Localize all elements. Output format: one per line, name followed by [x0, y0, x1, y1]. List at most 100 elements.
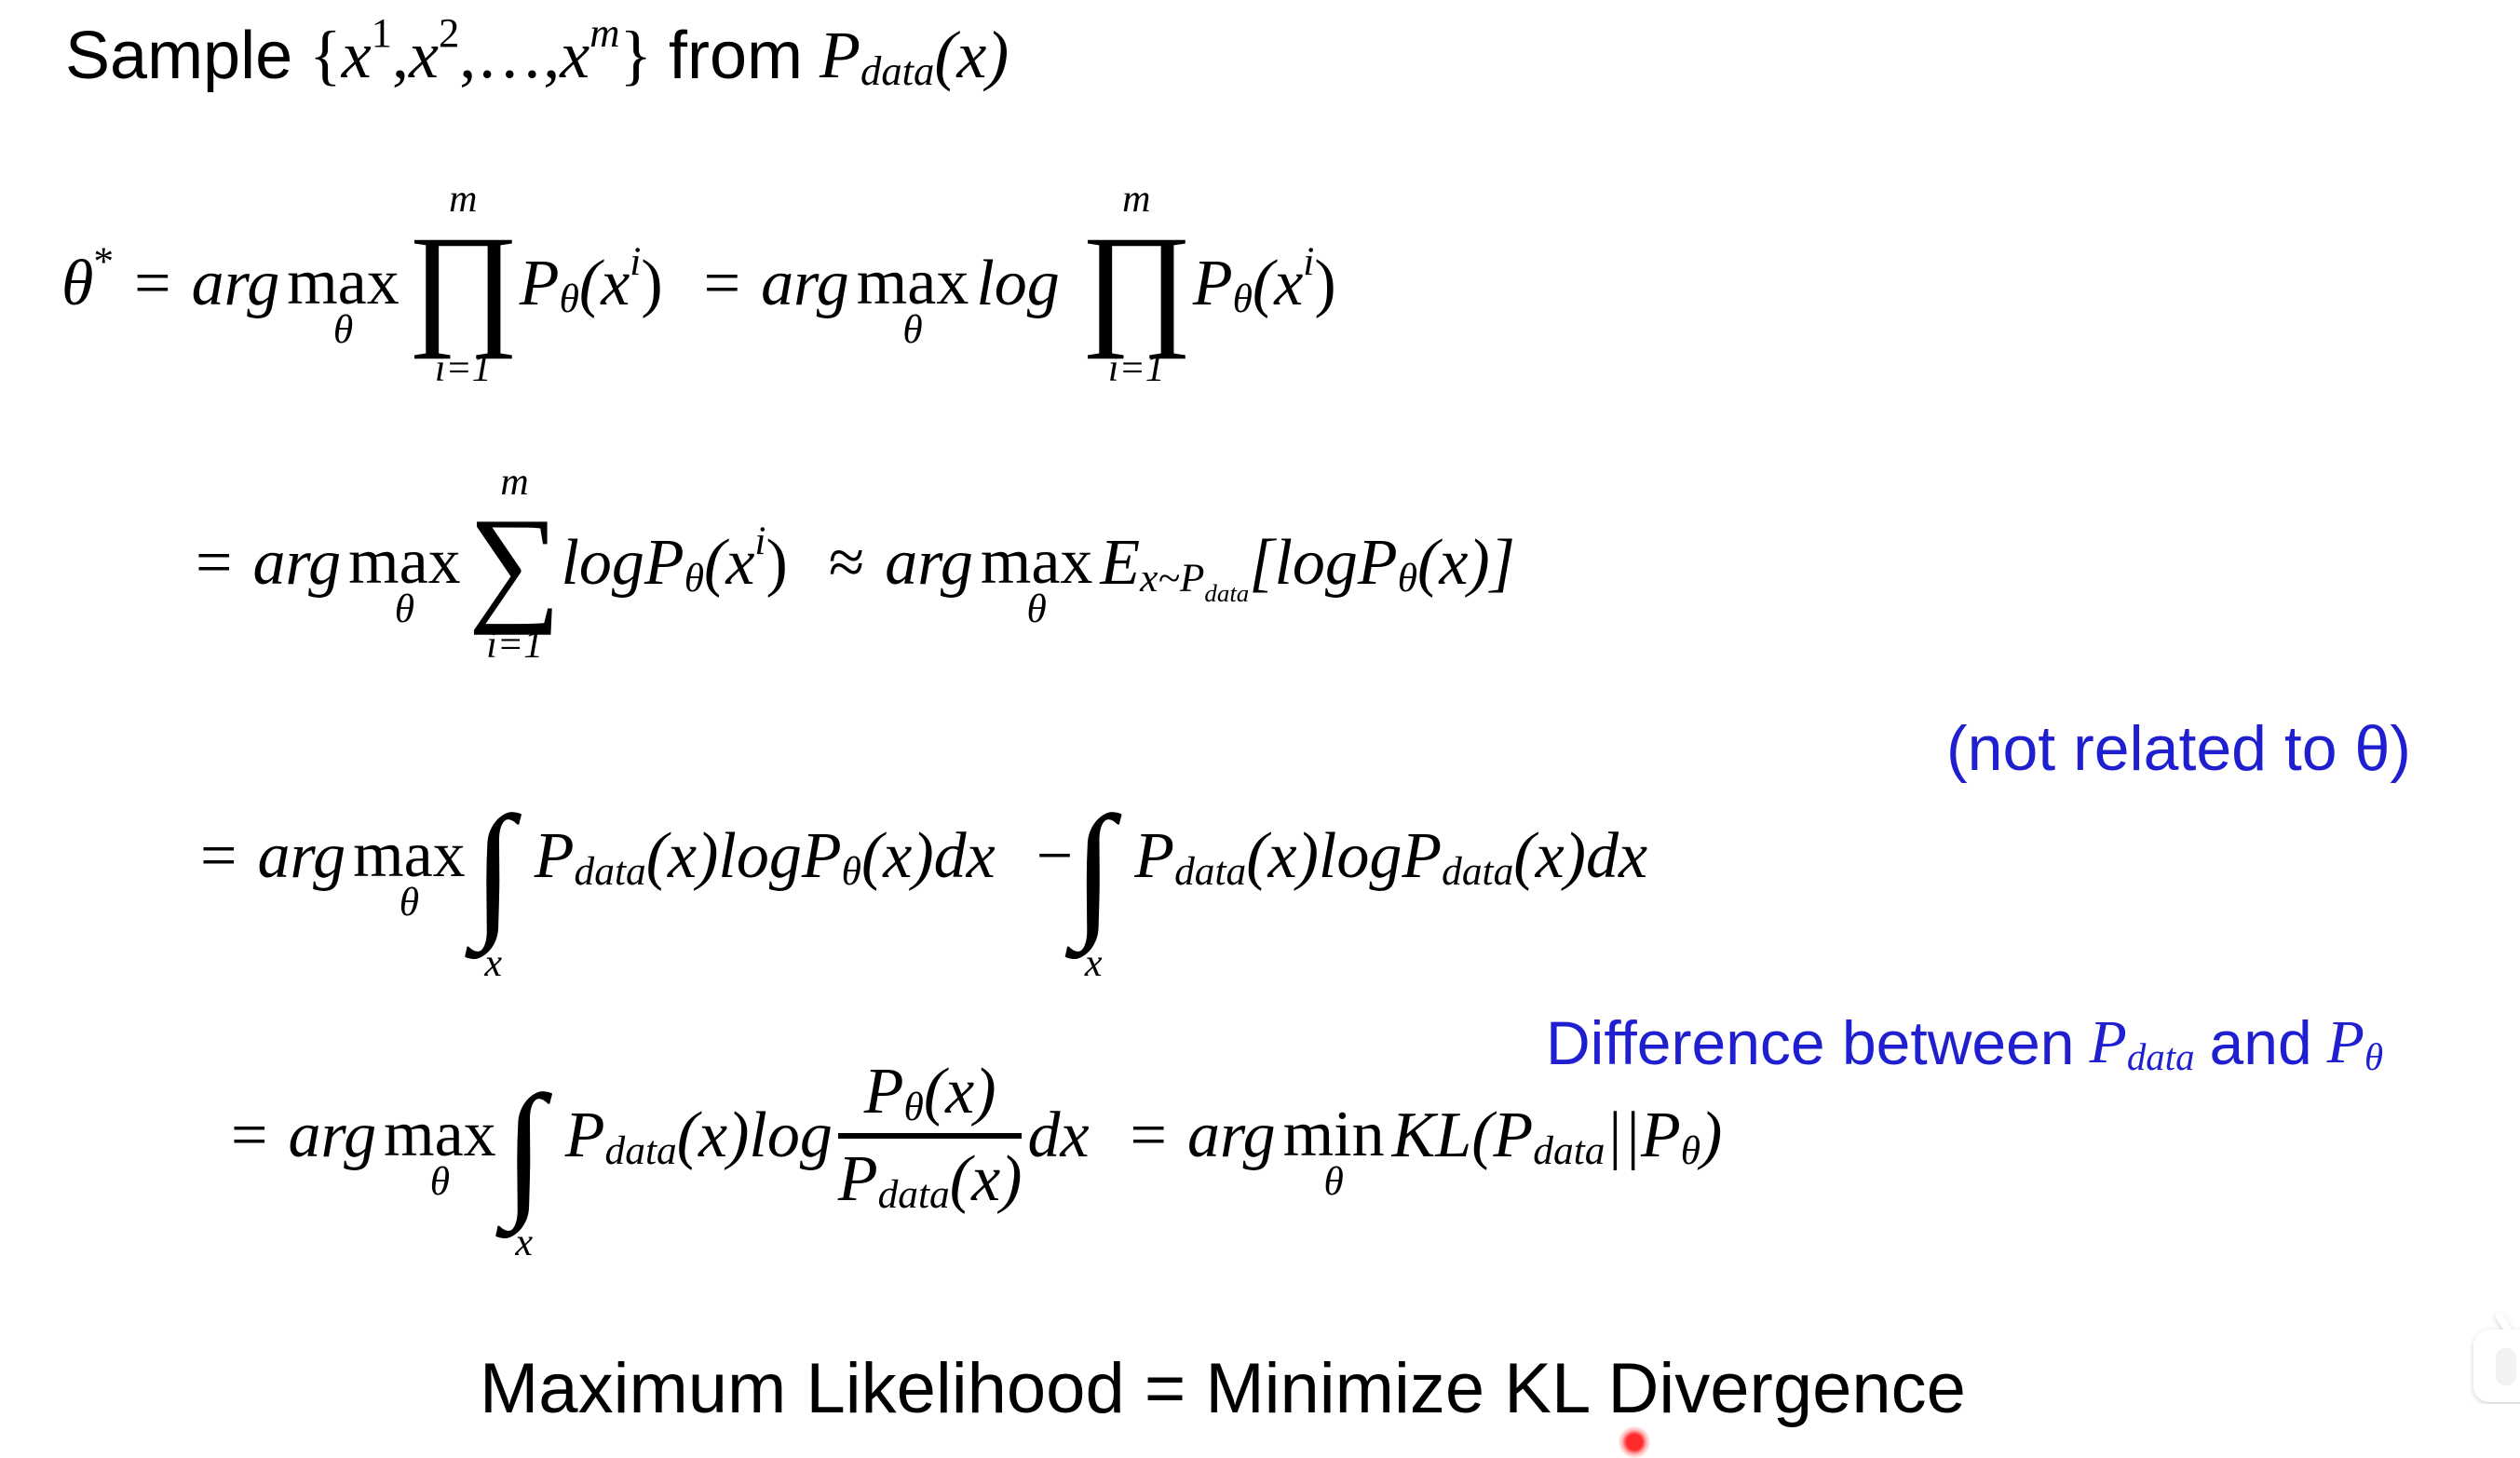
expectation-symbol: E [1100, 527, 1141, 599]
theta-subscript: θ [1680, 1128, 1701, 1174]
product-symbol: ∏ [406, 208, 520, 360]
theta-subscript: θ [1232, 277, 1253, 322]
dx-text: dx [1027, 1100, 1090, 1171]
integral-lower-limit: x [515, 1221, 534, 1264]
theta-subscript: θ [399, 879, 420, 925]
max-text: max [353, 818, 466, 891]
integral-symbol: ∫ [503, 1064, 545, 1231]
tv-mascot-svg [2473, 1313, 2520, 1402]
arg-text: arg [257, 820, 346, 892]
minus-sign: − [1036, 820, 1074, 892]
upper-limit: m [500, 460, 529, 504]
integral-symbol: ∫ [1073, 785, 1115, 952]
p-var: P [2326, 1008, 2364, 1076]
sup-m: m [589, 8, 620, 56]
comma: , [391, 18, 409, 92]
integral-operator: ∫x [473, 793, 514, 983]
p-var: P [837, 1143, 878, 1215]
product-operator: m∏i=1 [1080, 180, 1193, 388]
equals-sign: = [134, 248, 171, 319]
star-superscript: * [93, 239, 115, 285]
theta-subscript: θ [332, 306, 354, 352]
term-end: (x)dx [1513, 820, 1648, 892]
fraction-bar [837, 1133, 1023, 1139]
data-subscript: data [1442, 849, 1514, 895]
theta-subscript: θ [429, 1158, 451, 1204]
equals-sign: = [231, 1100, 268, 1171]
bracket-end: (x)] [1417, 527, 1515, 599]
product-operator: m∏i=1 [407, 180, 520, 388]
integral-operator: ∫x [504, 1073, 545, 1262]
term-mid: (x)logP [645, 820, 842, 892]
from-label: from [669, 18, 804, 93]
upper-limit: m [1122, 178, 1151, 222]
close-paren: ) [765, 527, 788, 599]
log-term: [logP [1249, 527, 1398, 599]
x-var: x [560, 18, 590, 92]
data-subscript: data [1174, 849, 1247, 895]
p-var: P [863, 1056, 904, 1127]
theta-subscript: θ [684, 556, 705, 601]
theta-subscript: θ [1397, 556, 1418, 601]
x-argument: (x) [949, 1143, 1023, 1215]
p-var: P [1192, 248, 1233, 319]
ellipsis: … [476, 18, 544, 92]
arg-text: arg [1187, 1100, 1276, 1171]
set-close: } [619, 18, 653, 92]
x-var: x [408, 18, 439, 92]
x-argument: (x) [923, 1056, 996, 1127]
data-subscript: data [2126, 1036, 2195, 1079]
integral-operator: ∫x [1073, 785, 1115, 983]
upper-limit: m [449, 178, 478, 222]
i-superscript: i [754, 519, 766, 564]
i-superscript: i [630, 239, 642, 285]
equals-sign: = [1130, 1100, 1168, 1171]
log-text: log [976, 248, 1060, 319]
theta-subscript: θ [903, 1085, 924, 1130]
sample-label: Sample [65, 18, 293, 93]
i-superscript: i [1303, 239, 1315, 285]
arg-text: arg [252, 527, 342, 599]
theta-subscript: θ [2364, 1036, 2384, 1079]
lower-limit: i=1 [1107, 346, 1165, 390]
log-text: (x)log [676, 1100, 833, 1171]
data-subscript: data [877, 1172, 950, 1218]
p-var: P [2089, 1008, 2127, 1076]
max-text: max [856, 246, 969, 318]
comma: , [543, 18, 561, 92]
close-paren: ) [1314, 248, 1336, 319]
kl-text: KL(P [1391, 1100, 1534, 1171]
theta-subscript: θ [1323, 1158, 1344, 1204]
max-text: max [980, 525, 1093, 598]
not-related-annotation: (not related to θ) [1946, 713, 2411, 784]
max-text: max [287, 246, 400, 318]
expectation-subscript: x~Pdata [1140, 555, 1249, 606]
p-var: P [564, 1100, 605, 1171]
data-subscript: data [860, 47, 935, 95]
lower-limit: i=1 [486, 623, 544, 667]
kl-separator: ||P [1605, 1100, 1681, 1171]
logp-text: logP [561, 527, 684, 599]
p-var: P [820, 18, 860, 92]
data-subscript: data [574, 849, 646, 895]
theta-subscript: θ [841, 849, 861, 895]
tv-mascot-icon[interactable] [2470, 1311, 2520, 1404]
arg-text: arg [288, 1100, 377, 1171]
equals-sign: = [703, 248, 741, 319]
x-open: (x [1252, 248, 1304, 319]
x-var: x [341, 18, 372, 92]
x-open: (x [704, 527, 755, 599]
lower-limit: i=1 [434, 346, 492, 390]
theta-subscript: θ [1026, 586, 1047, 631]
sum-operator: m∑i=1 [468, 463, 562, 665]
and-text: and [2209, 1008, 2312, 1077]
